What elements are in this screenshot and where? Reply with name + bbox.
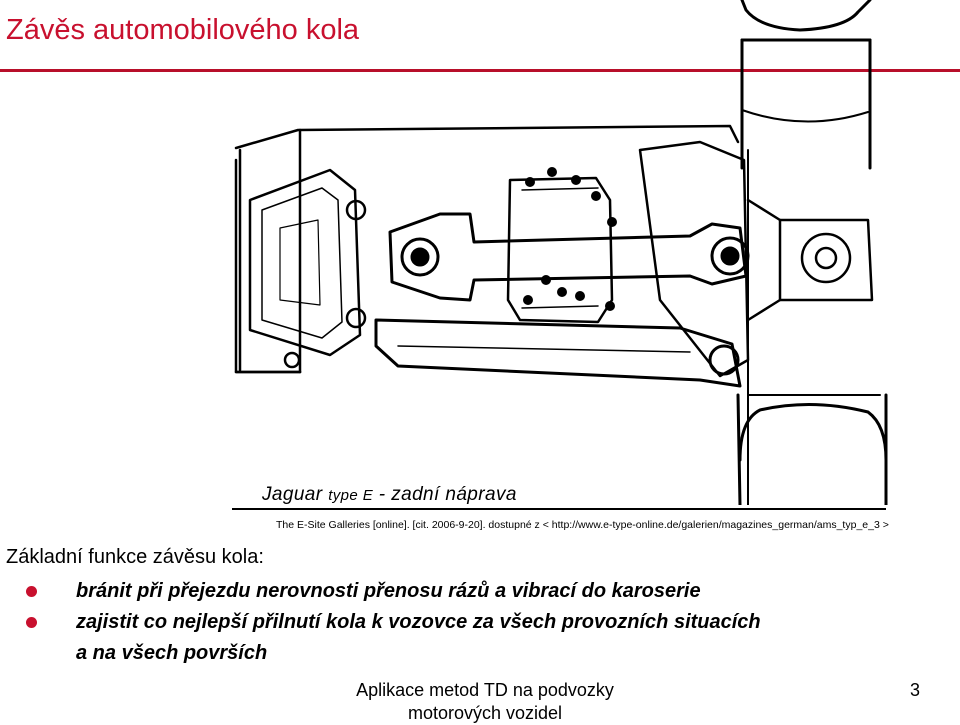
bullet-text-continued: a na všech površích (76, 642, 268, 664)
upper-wheel (740, 0, 872, 505)
list-item: zajistit co nejlepší přilnutí kola k voz… (20, 607, 956, 669)
page-number: 3 (910, 680, 921, 700)
intro-text: Základní funkce závěsu kola: (6, 546, 264, 568)
bullet-text: bránit při přejezdu nerovnosti přenosu r… (76, 580, 701, 602)
lower-wishbone (374, 318, 742, 388)
title-underline (0, 69, 960, 72)
figure-citation: The E-Site Galleries [online]. [cit. 200… (276, 519, 889, 531)
differential (248, 168, 367, 369)
body-frame (234, 124, 740, 374)
footer-line-2: motorových vozidel (407, 703, 563, 723)
footer-title: Aplikace metod TD na podvozky motorových… (300, 679, 670, 725)
figure-caption: Jaguar type E - zadní náprava (262, 484, 517, 505)
bullet-dot-icon (26, 617, 37, 628)
bullet-text: zajistit co nejlepší přilnutí kola k voz… (76, 611, 761, 633)
list-item: bránit při přejezdu nerovnosti přenosu r… (20, 576, 956, 607)
footer-line-1: Aplikace metod TD na podvozky (356, 680, 614, 700)
caption-underline (232, 508, 886, 510)
hub-carrier (638, 140, 874, 378)
spring-damper (506, 167, 617, 324)
bullet-list: bránit při přejezdu nerovnosti přenosu r… (20, 576, 956, 669)
bullet-dot-icon (26, 586, 37, 597)
rear-axle-drawing (234, 0, 888, 505)
slide-title: Závěs automobilového kola (6, 14, 360, 46)
lower-wheel (736, 393, 888, 505)
half-shaft (388, 212, 750, 302)
